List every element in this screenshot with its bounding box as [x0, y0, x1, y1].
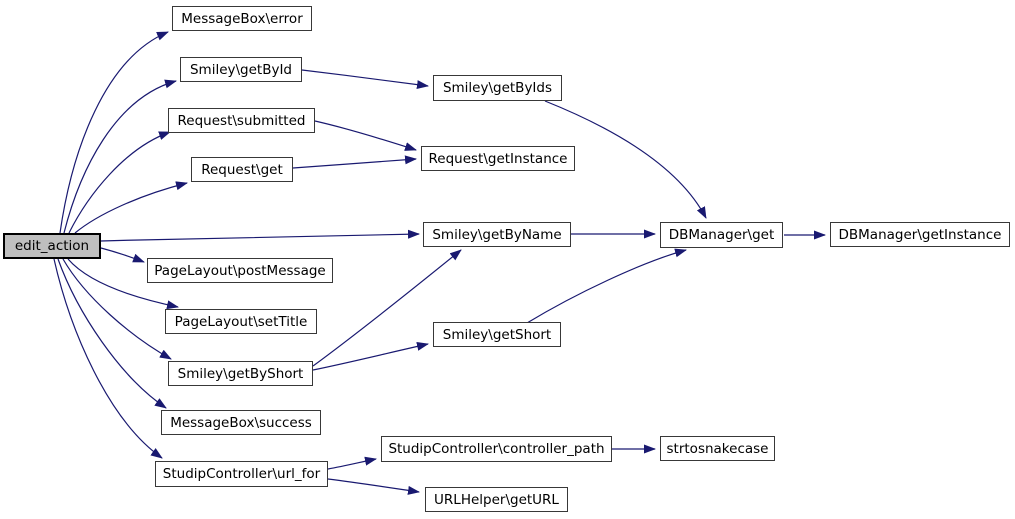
- edge-edit_action-to-pagelayout-postmessage: [100, 247, 145, 263]
- edge-studipcontroller-url_for-to-urlhelper-geturl: [327, 478, 420, 495]
- node-studipcontroller-url_for[interactable]: StudipController\url_for: [155, 461, 328, 487]
- edge-edit_action-to-request-submitted: [68, 131, 171, 234]
- node-smiley-getbyid[interactable]: Smiley\getById: [180, 57, 302, 82]
- edge-smiley-getbyshort-to-smiley-getshort: [312, 341, 429, 371]
- edge-edit_action-to-messagebox-success: [57, 258, 167, 409]
- node-dbmanager-get[interactable]: DBManager\get: [660, 222, 783, 248]
- node-smiley-getbyname[interactable]: Smiley\getByName: [423, 222, 571, 247]
- node-smiley-getbyids[interactable]: Smiley\getByIds: [433, 75, 562, 101]
- edge-smiley-getbyids-to-dbmanager-get: [544, 100, 707, 219]
- edge-request-submitted-to-request-getinstance: [314, 120, 417, 151]
- node-studipcontroller-controller_path[interactable]: StudipController\controller_path: [381, 436, 612, 462]
- edge-edit_action-to-smiley-getbyid: [63, 79, 177, 234]
- edge-edit_action-to-smiley-getbyname: [100, 229, 420, 242]
- node-edit_action: edit_action: [3, 233, 101, 259]
- edge-smiley-getbyshort-to-smiley-getbyname: [312, 249, 462, 367]
- edge-edit_action-to-request-get: [74, 181, 188, 234]
- edge-edit_action-to-messagebox-error: [59, 31, 169, 234]
- node-request-submitted[interactable]: Request\submitted: [168, 108, 315, 133]
- edge-studipcontroller-url_for-to-controller_path: [327, 456, 377, 470]
- node-urlhelper-geturl[interactable]: URLHelper\getURL: [425, 487, 568, 512]
- node-dbmanager-getinstance[interactable]: DBManager\getInstance: [830, 222, 1010, 247]
- node-messagebox-success[interactable]: MessageBox\success: [161, 410, 321, 435]
- edge-edit_action-to-studipcontroller-url_for: [53, 258, 163, 459]
- node-smiley-getbyshort[interactable]: Smiley\getByShort: [168, 361, 313, 386]
- edge-smiley-getshort-to-dbmanager-get: [526, 248, 687, 324]
- edge-smiley-getbyid-to-smiley-getbyids: [301, 69, 429, 90]
- node-smiley-getshort[interactable]: Smiley\getShort: [433, 322, 561, 347]
- edge-edit_action-to-smiley-getbyshort: [62, 258, 172, 360]
- node-pagelayout-settitle[interactable]: PageLayout\setTitle: [165, 309, 317, 334]
- node-pagelayout-postmessage[interactable]: PageLayout\postMessage: [147, 258, 333, 283]
- node-request-getinstance[interactable]: Request\getInstance: [421, 146, 575, 171]
- node-request-get[interactable]: Request\get: [191, 157, 293, 182]
- node-messagebox-error[interactable]: MessageBox\error: [172, 6, 312, 31]
- node-strtosnakecase[interactable]: strtosnakecase: [660, 436, 775, 461]
- edge-request-get-to-request-getinstance: [292, 155, 417, 169]
- edge-edit_action-to-pagelayout-settitle: [67, 258, 179, 310]
